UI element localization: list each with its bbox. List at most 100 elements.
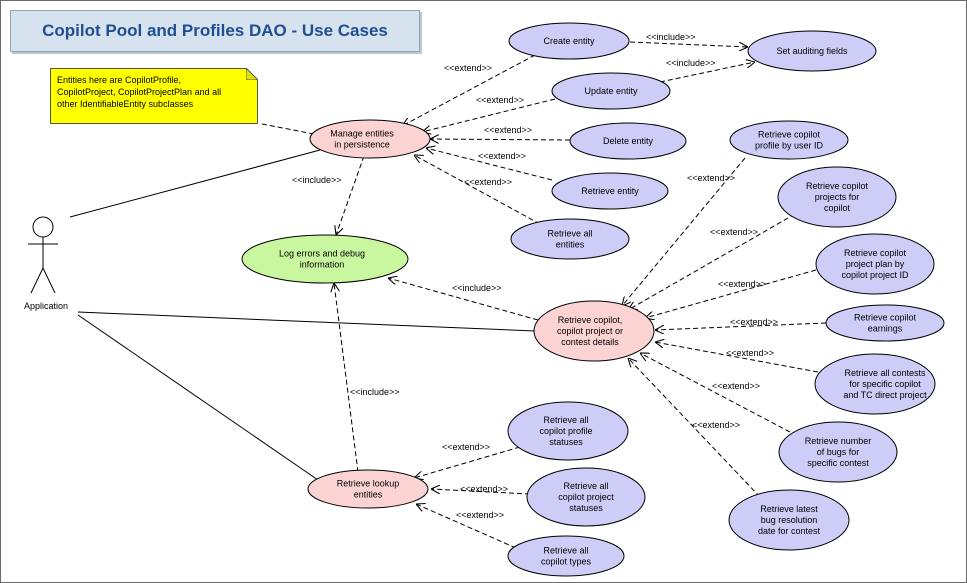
- use-cases: Create entity Set auditing fields Update…: [241, 22, 945, 577]
- label-extend: <<extend>>: [712, 381, 760, 391]
- diagram-title: Copilot Pool and Profiles DAO - Use Case…: [10, 10, 420, 52]
- use-case-label-line: Retrieve copilot,: [558, 315, 623, 325]
- dep-update-extend-manage: [422, 98, 556, 132]
- use-case-label-line: date for contest: [758, 526, 821, 536]
- label-include: <<include>>: [292, 175, 342, 185]
- use-case-label-line: project plan by: [846, 259, 905, 269]
- actor-head: [32, 216, 54, 238]
- use-case-label-line: Retrieve copilot: [844, 248, 907, 258]
- actor-application[interactable]: Application: [24, 216, 68, 311]
- dep-all-contests-extend: [655, 342, 819, 373]
- label-extend: <<extend>>: [710, 227, 758, 237]
- svg-text:Create entity: Create entity: [543, 36, 595, 46]
- use-case-label-line: Retrieve entity: [581, 186, 639, 196]
- dep-create-extend-manage: [402, 54, 536, 126]
- label-extend: <<extend>>: [692, 420, 740, 430]
- use-case-label-line: Retrieve all: [547, 229, 592, 239]
- label-include: <<include>>: [666, 58, 716, 68]
- use-case-label-line: Retrieve latest: [760, 504, 818, 514]
- dep-earnings-extend: [655, 322, 827, 330]
- use-case-label-line: information: [300, 260, 345, 270]
- svg-text:Retrieve copilot,copilot proje: Retrieve copilot,copilot project orconte…: [557, 315, 623, 347]
- label-extend: <<extend>>: [464, 177, 512, 187]
- dep-projects-extend: [628, 209, 803, 310]
- use-case-label-line: Manage entities: [330, 129, 394, 139]
- use-case-label-line: of bugs for: [817, 447, 860, 457]
- dep-copilot-types-extend: [416, 504, 517, 549]
- use-case-set-auditing-fields[interactable]: Set auditing fields: [747, 30, 877, 72]
- use-case-retrieve-entity[interactable]: Retrieve entity: [551, 172, 669, 210]
- dependencies: [334, 41, 827, 549]
- label-extend: <<extend>>: [726, 348, 774, 358]
- label-include: <<include>>: [452, 283, 502, 293]
- label-extend: <<extend>>: [456, 510, 504, 520]
- use-case-label-line: entities: [354, 490, 383, 500]
- use-case-label-line: Retrieve all: [543, 415, 588, 425]
- use-case-label-line: bug resolution: [761, 515, 818, 525]
- use-case-label-line: Log errors and debug: [279, 249, 365, 259]
- label-include: <<include>>: [646, 32, 696, 42]
- use-case-label-line: copilot project: [558, 492, 614, 502]
- use-case-label-line: Set auditing fields: [776, 46, 848, 56]
- use-case-label-line: statuses: [569, 503, 603, 513]
- label-extend: <<extend>>: [730, 317, 778, 327]
- dep-profile-by-user-extend: [622, 157, 746, 306]
- use-case-label-line: projects for: [815, 192, 860, 202]
- use-case-label-line: copilot profile: [539, 426, 592, 436]
- use-case-label-line: profile by user ID: [755, 141, 824, 151]
- use-case-label-line: Retrieve all: [543, 546, 588, 556]
- use-case-label-line: Retrieve all: [563, 481, 608, 491]
- actor-left-leg: [30, 267, 44, 294]
- use-case-label-line: statuses: [549, 437, 583, 447]
- label-extend: <<extend>>: [460, 484, 508, 494]
- dep-number-bugs-extend: [640, 353, 791, 433]
- actor-right-leg: [42, 267, 56, 294]
- use-case-update-entity[interactable]: Update entity: [551, 72, 671, 110]
- use-case-label-line: copilot project or: [557, 326, 623, 336]
- svg-text:Update entity: Update entity: [584, 86, 638, 96]
- dep-project-plan-extend: [645, 269, 817, 318]
- assoc-retrieve-details: [77, 311, 536, 332]
- use-case-create-entity[interactable]: Create entity: [508, 22, 630, 60]
- note-fold-icon: [246, 68, 258, 80]
- use-case-label-line: in persistence: [334, 140, 390, 150]
- use-case-delete-entity[interactable]: Delete entity: [569, 122, 687, 160]
- use-case-label-line: Create entity: [543, 36, 595, 46]
- dep-update-include-audit: [659, 62, 755, 83]
- use-case-label-line: copilot: [824, 203, 851, 213]
- use-case-label-line: Retrieve copilot: [854, 313, 917, 323]
- use-case-label-line: Retrieve number: [805, 436, 872, 446]
- label-include: <<include>>: [350, 387, 400, 397]
- stereotype-labels: <<include>> <<include>> <<extend>> <<ext…: [292, 32, 778, 520]
- label-extend: <<extend>>: [478, 151, 526, 161]
- associations: [69, 149, 536, 481]
- dep-details-include-log: [388, 278, 539, 321]
- use-case-label-line: Retrieve lookup: [337, 479, 400, 489]
- note-connector: [261, 123, 315, 135]
- label-extend: <<extend>>: [484, 125, 532, 135]
